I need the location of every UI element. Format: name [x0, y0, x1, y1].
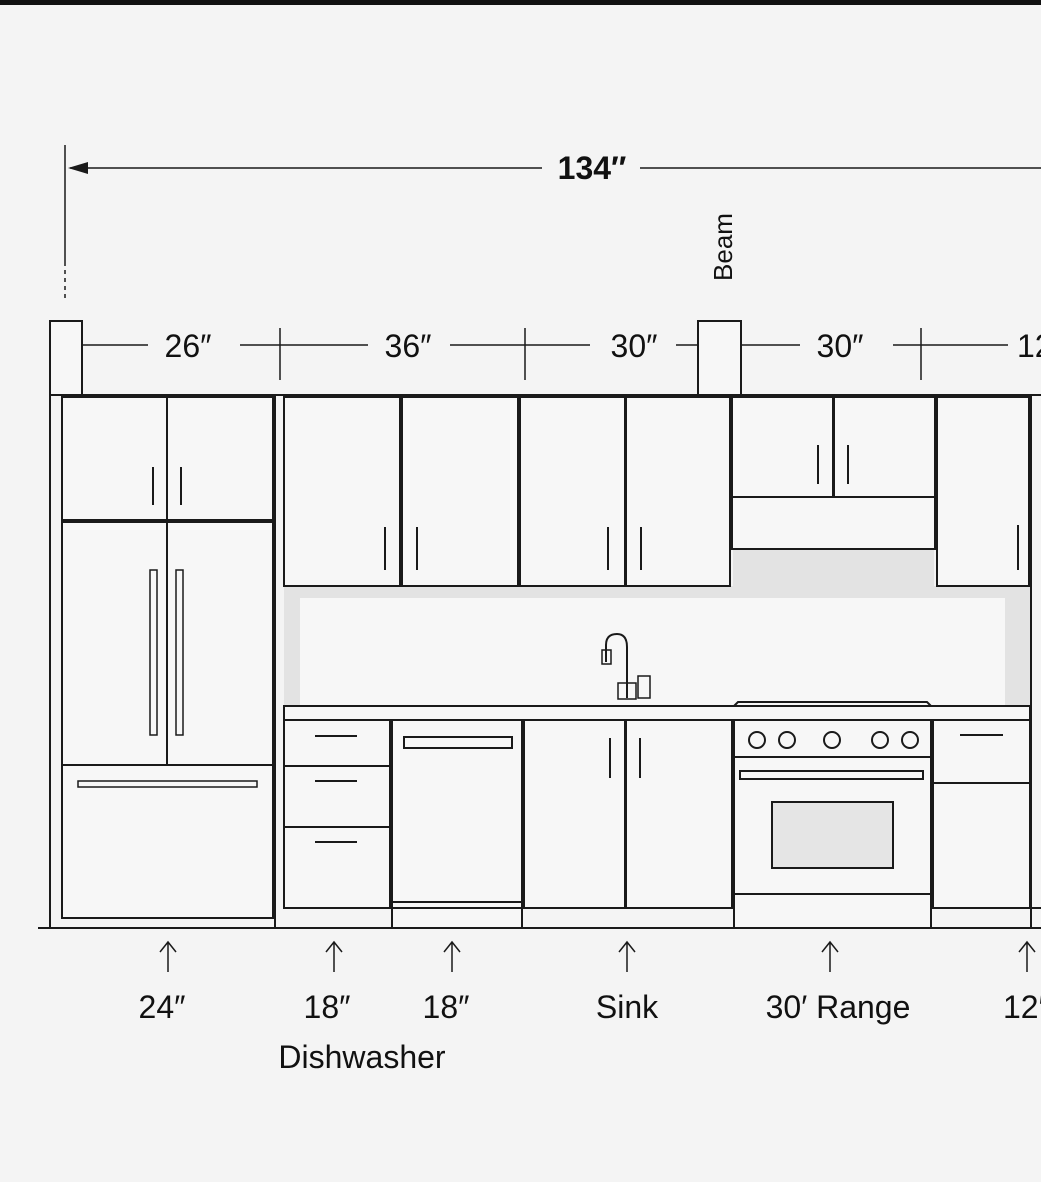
- range-hood: [731, 496, 936, 550]
- range: [733, 701, 932, 929]
- overall-width-label: 134″: [558, 150, 627, 186]
- overall-dimension: 134″: [64, 145, 1041, 300]
- knob-icon: [871, 731, 889, 749]
- label-fridge-24: 24″: [139, 989, 186, 1025]
- dim-36: 36″: [385, 328, 432, 364]
- base-labels: 24″ 18″ 18″ Sink 30′ Range 12″ Dishwashe…: [139, 940, 1041, 1075]
- refrigerator: [61, 395, 276, 928]
- label-sink: Sink: [596, 989, 659, 1025]
- beam-label: Beam: [708, 213, 738, 281]
- faucet-icon: [601, 632, 651, 700]
- knob-icon: [778, 731, 796, 749]
- dim-30-range: 30″: [817, 328, 864, 364]
- oven-window: [771, 801, 894, 869]
- dim-26: 26″: [165, 328, 212, 364]
- dishwasher: [391, 719, 523, 929]
- countertop: [283, 705, 1031, 721]
- label-dishwasher: Dishwasher: [278, 1039, 446, 1075]
- knob-icon: [901, 731, 919, 749]
- beam: [697, 320, 742, 396]
- wall-post: [49, 320, 83, 396]
- dim-30-sink: 30″: [611, 328, 658, 364]
- label-drawers-18: 18″: [304, 989, 351, 1025]
- arrow-up-icon: [159, 940, 1036, 972]
- top-border: [0, 0, 1041, 5]
- base-cabinets: [38, 719, 1041, 929]
- upper-dimensions: 26″ 36″ 30″ 30″ 12″: [49, 320, 1041, 396]
- label-range: 30′ Range: [766, 989, 911, 1025]
- label-12: 12″: [1003, 989, 1041, 1025]
- upper-cabinets: [283, 395, 1032, 928]
- label-dishwasher-18: 18″: [423, 989, 470, 1025]
- knob-icon: [823, 731, 841, 749]
- dim-12: 12″: [1017, 328, 1041, 364]
- arrow-left-icon: [68, 162, 88, 174]
- knob-icon: [748, 731, 766, 749]
